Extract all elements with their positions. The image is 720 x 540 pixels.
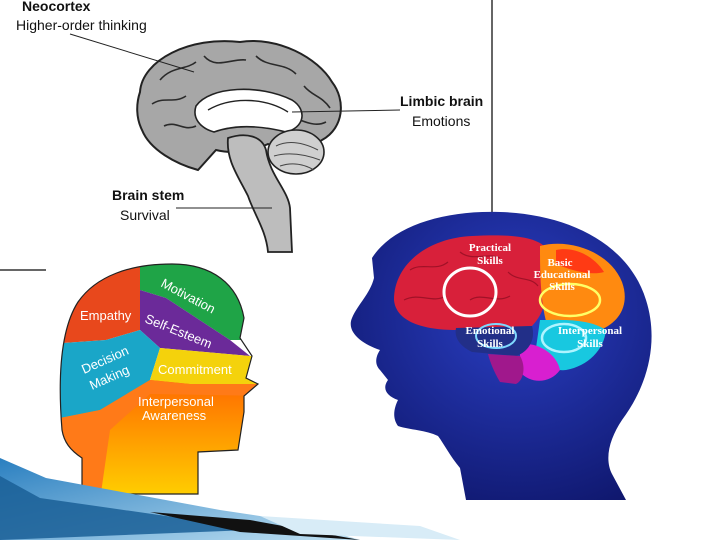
neocortex-subtitle: Higher-order thinking: [16, 17, 147, 33]
label-awareness: Awareness: [142, 408, 207, 423]
cerebellum-shape: [268, 130, 324, 174]
label-educational-skills: Skills: [549, 281, 575, 293]
skills-head: Practical Skills Basic Educational Skill…: [351, 212, 652, 500]
label-interpersonal-skills: Skills: [577, 338, 603, 350]
emotional-head: Empathy Motivation Self-Esteem Decision …: [46, 260, 300, 510]
label-practical: Practical: [469, 242, 511, 254]
label-emotional: Emotional: [466, 325, 515, 337]
limbic-subtitle: Emotions: [412, 113, 470, 129]
label-emotional-skills: Skills: [477, 338, 503, 350]
label-interpersonal-skill: Interpersonal: [558, 325, 622, 337]
stem-subtitle: Survival: [120, 207, 170, 223]
limbic-title: Limbic brain: [400, 93, 483, 109]
label-educational: Educational: [534, 269, 591, 281]
label-commitment: Commitment: [158, 362, 232, 377]
label-empathy: Empathy: [80, 308, 132, 323]
neocortex-title: Neocortex: [22, 0, 91, 14]
label-practical-skills: Skills: [477, 255, 503, 267]
stem-title: Brain stem: [112, 187, 184, 203]
label-basic: Basic: [547, 257, 572, 269]
label-interpersonal: Interpersonal: [138, 394, 214, 409]
